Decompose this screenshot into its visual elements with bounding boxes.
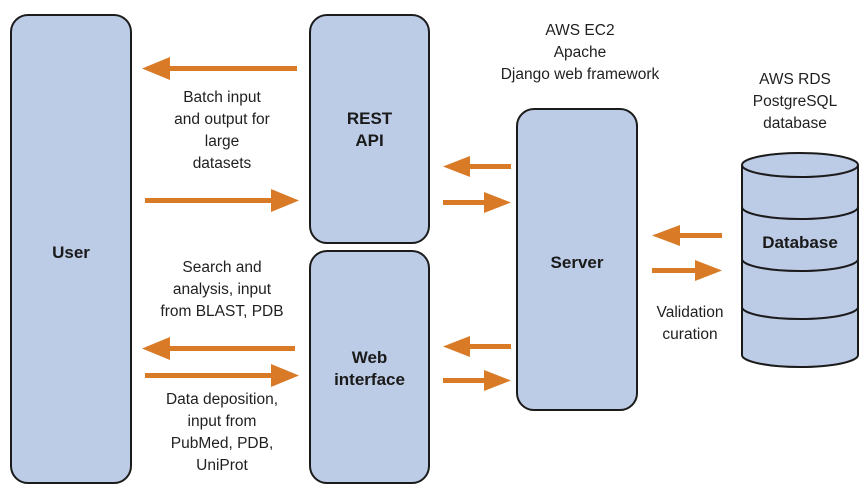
- web-interface-label: Web interface: [334, 348, 405, 389]
- server-label: Server: [550, 253, 604, 272]
- validation-annotation: Validation curation: [656, 304, 724, 343]
- arrow-web-to-user: [142, 337, 295, 360]
- database-label: Database: [762, 233, 838, 252]
- diagram-graphics: [142, 57, 859, 391]
- user-label: User: [52, 243, 90, 262]
- rest-api-label: REST API: [346, 109, 393, 150]
- rds-annotation: AWS RDS PostgreSQL database: [752, 71, 838, 132]
- server-stack-annotation: AWS EC2 Apache Django web framework: [500, 22, 660, 83]
- server-box: Server: [516, 108, 638, 411]
- arrow-rest-to-user: [142, 57, 297, 80]
- arrow-server-to-web: [443, 336, 511, 357]
- arrow-user-to-rest: [145, 189, 299, 212]
- arrow-server-to-db: [652, 260, 722, 281]
- arrow-server-to-rest: [443, 156, 511, 177]
- arrow-user-to-web: [145, 364, 299, 387]
- database-ring-3: [741, 306, 859, 320]
- deposition-annotation: Data deposition, input from PubMed, PDB,…: [165, 391, 279, 474]
- database-ring-1: [741, 206, 859, 220]
- user-box: User: [10, 14, 132, 484]
- database-ring-2: [741, 258, 859, 272]
- search-annotation: Search and analysis, input from BLAST, P…: [160, 259, 284, 320]
- arrow-db-to-server: [652, 225, 722, 246]
- arrow-web-to-server: [443, 370, 511, 391]
- database-top: [741, 152, 859, 178]
- database-body: [741, 165, 859, 368]
- arrow-rest-to-server: [443, 192, 511, 213]
- database-cylinder: [741, 152, 859, 368]
- rest-api-box: REST API: [309, 14, 430, 244]
- arrows: [142, 57, 722, 391]
- batch-annotation: Batch input and output for large dataset…: [174, 89, 270, 172]
